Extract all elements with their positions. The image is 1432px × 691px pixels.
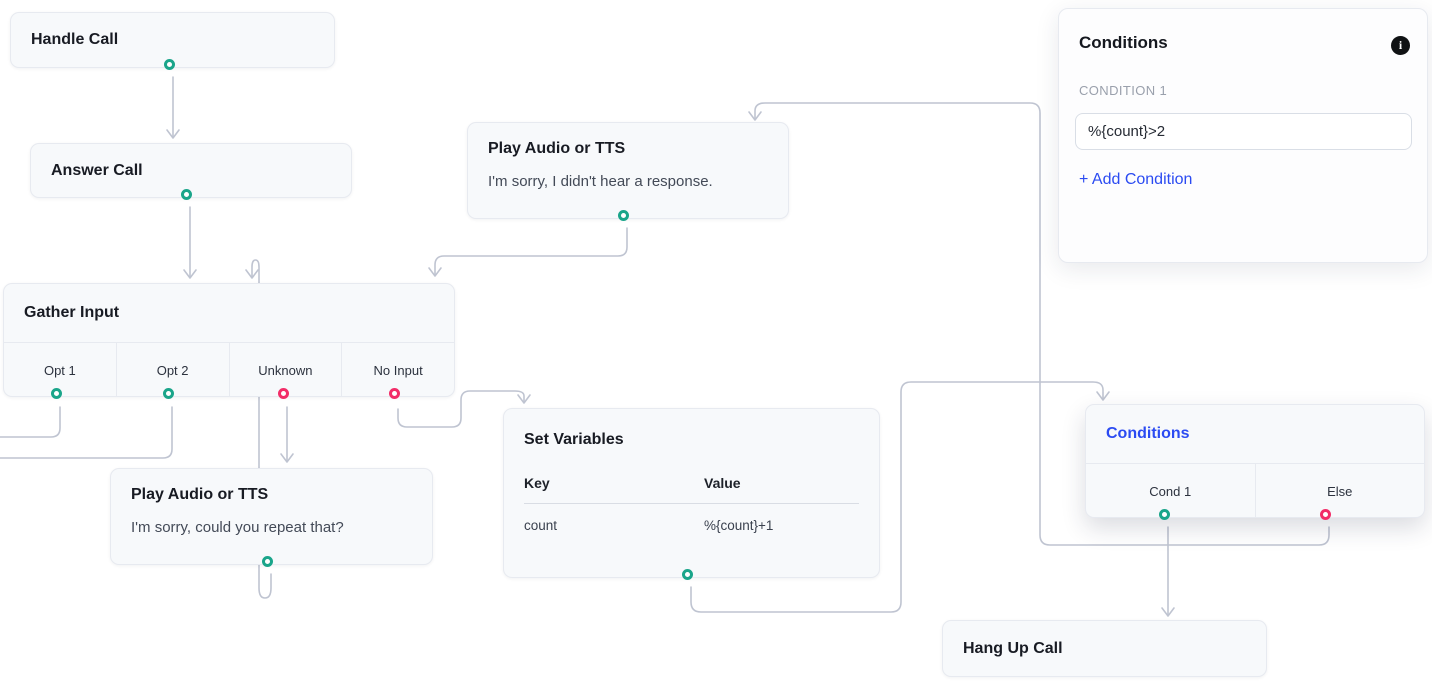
node-header: Conditions <box>1086 405 1424 464</box>
variables-table-header: Key Value <box>524 475 859 491</box>
edge-opt-2-out <box>0 406 173 459</box>
node-header: Gather Input <box>4 284 454 343</box>
port-answer-call-output[interactable] <box>181 189 192 200</box>
variable-key: count <box>524 518 558 533</box>
edge-unknown-to-play-audio-repeat <box>280 406 294 463</box>
edge-answer-call-to-gather-input <box>183 206 197 279</box>
edge-no-input-to-set-variables <box>397 390 531 428</box>
node-handle-call[interactable]: Handle Call <box>10 12 335 68</box>
port-else[interactable] <box>1320 509 1331 520</box>
node-title: Answer Call <box>51 161 143 179</box>
node-title: Play Audio or TTS <box>131 486 269 503</box>
port-opt-1[interactable] <box>51 388 62 399</box>
panel-title: Conditions <box>1079 33 1168 52</box>
node-output-row: Opt 1 Opt 2 Unknown No Input <box>4 343 454 397</box>
node-title: Hang Up Call <box>963 639 1063 657</box>
node-conditions[interactable]: Conditions Cond 1 Else <box>1085 404 1425 518</box>
node-gather-input[interactable]: Gather Input Opt 1 Opt 2 Unknown No Inpu… <box>3 283 455 397</box>
conditions-settings-panel: Conditions i CONDITION 1 + Add Condition <box>1058 8 1428 263</box>
port-handle-call-output[interactable] <box>164 59 175 70</box>
output-opt-2[interactable]: Opt 2 <box>115 343 229 397</box>
node-title: Gather Input <box>24 304 120 321</box>
node-body-text: I'm sorry, I didn't hear a response. <box>488 173 713 190</box>
node-hang-up-call[interactable]: Hang Up Call <box>942 620 1267 677</box>
condition-section-label: CONDITION 1 <box>1079 83 1168 98</box>
node-play-audio-repeat[interactable]: Play Audio or TTS I'm sorry, could you r… <box>110 468 433 565</box>
info-icon[interactable]: i <box>1391 36 1410 55</box>
output-no-input[interactable]: No Input <box>341 343 454 397</box>
port-no-input[interactable] <box>389 388 400 399</box>
edge-play-audio-no-response-to-gather-input <box>428 227 628 277</box>
node-title: Conditions <box>1106 425 1190 442</box>
node-title: Play Audio or TTS <box>488 140 626 157</box>
condition-expression-input[interactable] <box>1075 113 1412 150</box>
port-opt-2[interactable] <box>163 388 174 399</box>
port-cond-1[interactable] <box>1159 509 1170 520</box>
edge-cond-1-to-hang-up-call <box>1161 526 1175 617</box>
table-divider <box>524 503 859 504</box>
variable-value: %{count}+1 <box>704 518 774 533</box>
output-opt-1[interactable]: Opt 1 <box>43 362 76 378</box>
node-answer-call[interactable]: Answer Call <box>30 143 352 198</box>
node-set-variables[interactable]: Set Variables Key Value count %{count}+1 <box>503 408 880 578</box>
node-output-row: Cond 1 Else <box>1086 464 1424 518</box>
edge-set-variables-to-conditions <box>690 381 1110 613</box>
column-value-label: Value <box>704 475 741 491</box>
column-key-label: Key <box>524 475 550 491</box>
edge-handle-call-to-answer-call <box>166 76 180 139</box>
port-unknown[interactable] <box>278 388 289 399</box>
edge-else-to-play-audio-no-response <box>748 102 1330 546</box>
node-play-audio-no-response[interactable]: Play Audio or TTS I'm sorry, I didn't he… <box>467 122 789 219</box>
variables-table-row: count %{count}+1 <box>524 518 859 533</box>
add-condition-link[interactable]: + Add Condition <box>1079 171 1193 188</box>
edge-play-audio-repeat-to-gather-input <box>245 259 272 599</box>
output-cond-1[interactable]: Cond 1 <box>1149 483 1192 499</box>
node-body-text: I'm sorry, could you repeat that? <box>131 519 344 536</box>
port-play-audio-no-response-output[interactable] <box>618 210 629 221</box>
output-unknown[interactable]: Unknown <box>228 343 342 397</box>
output-else[interactable]: Else <box>1254 464 1425 518</box>
edge-opt-1-out <box>0 406 61 438</box>
port-play-audio-repeat-output[interactable] <box>262 556 273 567</box>
node-title: Set Variables <box>524 431 624 448</box>
node-title: Handle Call <box>31 31 119 48</box>
port-set-variables-output[interactable] <box>682 569 693 580</box>
